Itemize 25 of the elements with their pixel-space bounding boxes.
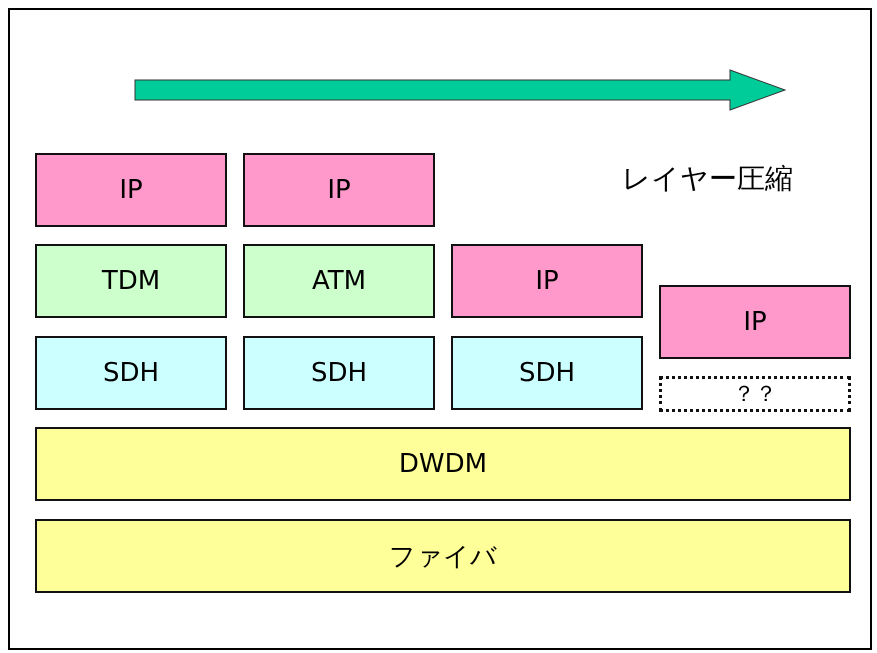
layer-name: IP (119, 175, 143, 205)
layer-box (35, 427, 851, 501)
layer-box (243, 336, 435, 410)
layer-name: SDH (102, 358, 160, 388)
layer-box (243, 244, 435, 318)
layer-box (451, 336, 643, 410)
layer-box (451, 244, 643, 318)
layer-box (659, 285, 851, 359)
annotation-text: レイヤー圧縮 (622, 161, 793, 197)
placeholder-box (659, 376, 851, 412)
layer-box (35, 519, 851, 593)
layer-name: IP (743, 307, 767, 337)
layer-name: IP (535, 266, 559, 296)
layer-name: ATM (312, 266, 366, 296)
layer-box (35, 153, 227, 227)
layer-name: DWDM (398, 449, 488, 479)
layer-box (243, 153, 435, 227)
layer-name: TDM (102, 266, 160, 296)
layer-name: ファイバ (389, 540, 497, 574)
layer-name: SDH (310, 358, 368, 388)
layer-box (35, 244, 227, 318)
layer-name: SDH (518, 358, 576, 388)
layer-name: IP (327, 175, 351, 205)
layer-name: ？？ (733, 381, 777, 409)
layer-box (35, 336, 227, 410)
